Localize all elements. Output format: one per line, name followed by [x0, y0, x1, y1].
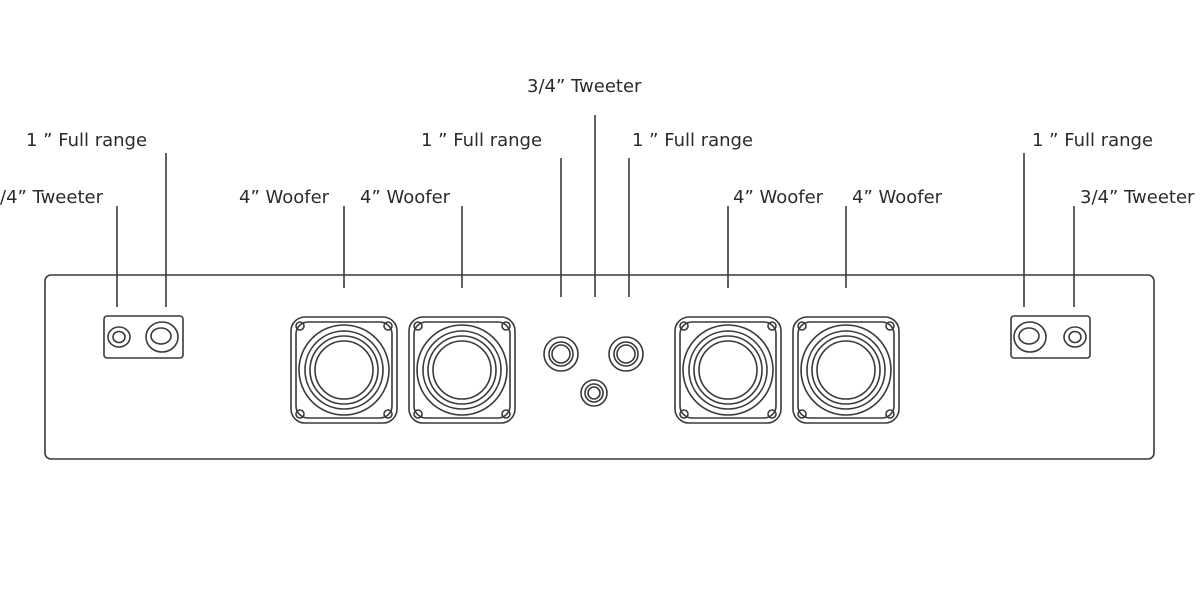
left-driver-module	[103, 315, 184, 359]
left-tweeter-inner	[112, 330, 126, 344]
center-full-range-right	[608, 336, 644, 372]
label-right-full-range: 1 ” Full range	[1032, 130, 1153, 151]
right-driver-plate	[1010, 315, 1091, 359]
right-tweeter-inner	[1068, 330, 1082, 344]
center-tweeter	[580, 379, 608, 407]
woofer-4	[792, 316, 900, 424]
label-woofer-3: 4” Woofer	[733, 187, 824, 208]
left-full-range-inner	[150, 327, 172, 345]
label-center-full-range-left: 1 ” Full range	[421, 130, 542, 151]
label-left-tweeter: /4” Tweeter	[0, 187, 104, 208]
label-right-tweeter: 3/4” Tweeter	[1080, 187, 1195, 208]
soundbar-body	[44, 274, 1155, 460]
left-full-range-outer	[145, 321, 179, 353]
woofer-3	[674, 316, 782, 424]
label-woofer-2: 4” Woofer	[360, 187, 451, 208]
label-woofer-1: 4” Woofer	[239, 187, 330, 208]
label-woofer-4: 4” Woofer	[852, 187, 943, 208]
right-full-range-outer	[1013, 321, 1047, 353]
left-tweeter-outer	[107, 326, 131, 348]
woofer-1	[290, 316, 398, 424]
label-center-full-range-right: 1 ” Full range	[632, 130, 753, 151]
leader-lines	[116, 115, 1075, 307]
label-center-tweeter: 3/4” Tweeter	[527, 76, 642, 97]
woofer-2	[408, 316, 516, 424]
center-full-range-left	[543, 336, 579, 372]
right-tweeter-outer	[1063, 326, 1087, 348]
right-full-range-inner	[1018, 327, 1040, 345]
left-driver-plate	[103, 315, 184, 359]
label-left-full-range: 1 ” Full range	[26, 130, 147, 151]
right-driver-module	[1010, 315, 1091, 359]
